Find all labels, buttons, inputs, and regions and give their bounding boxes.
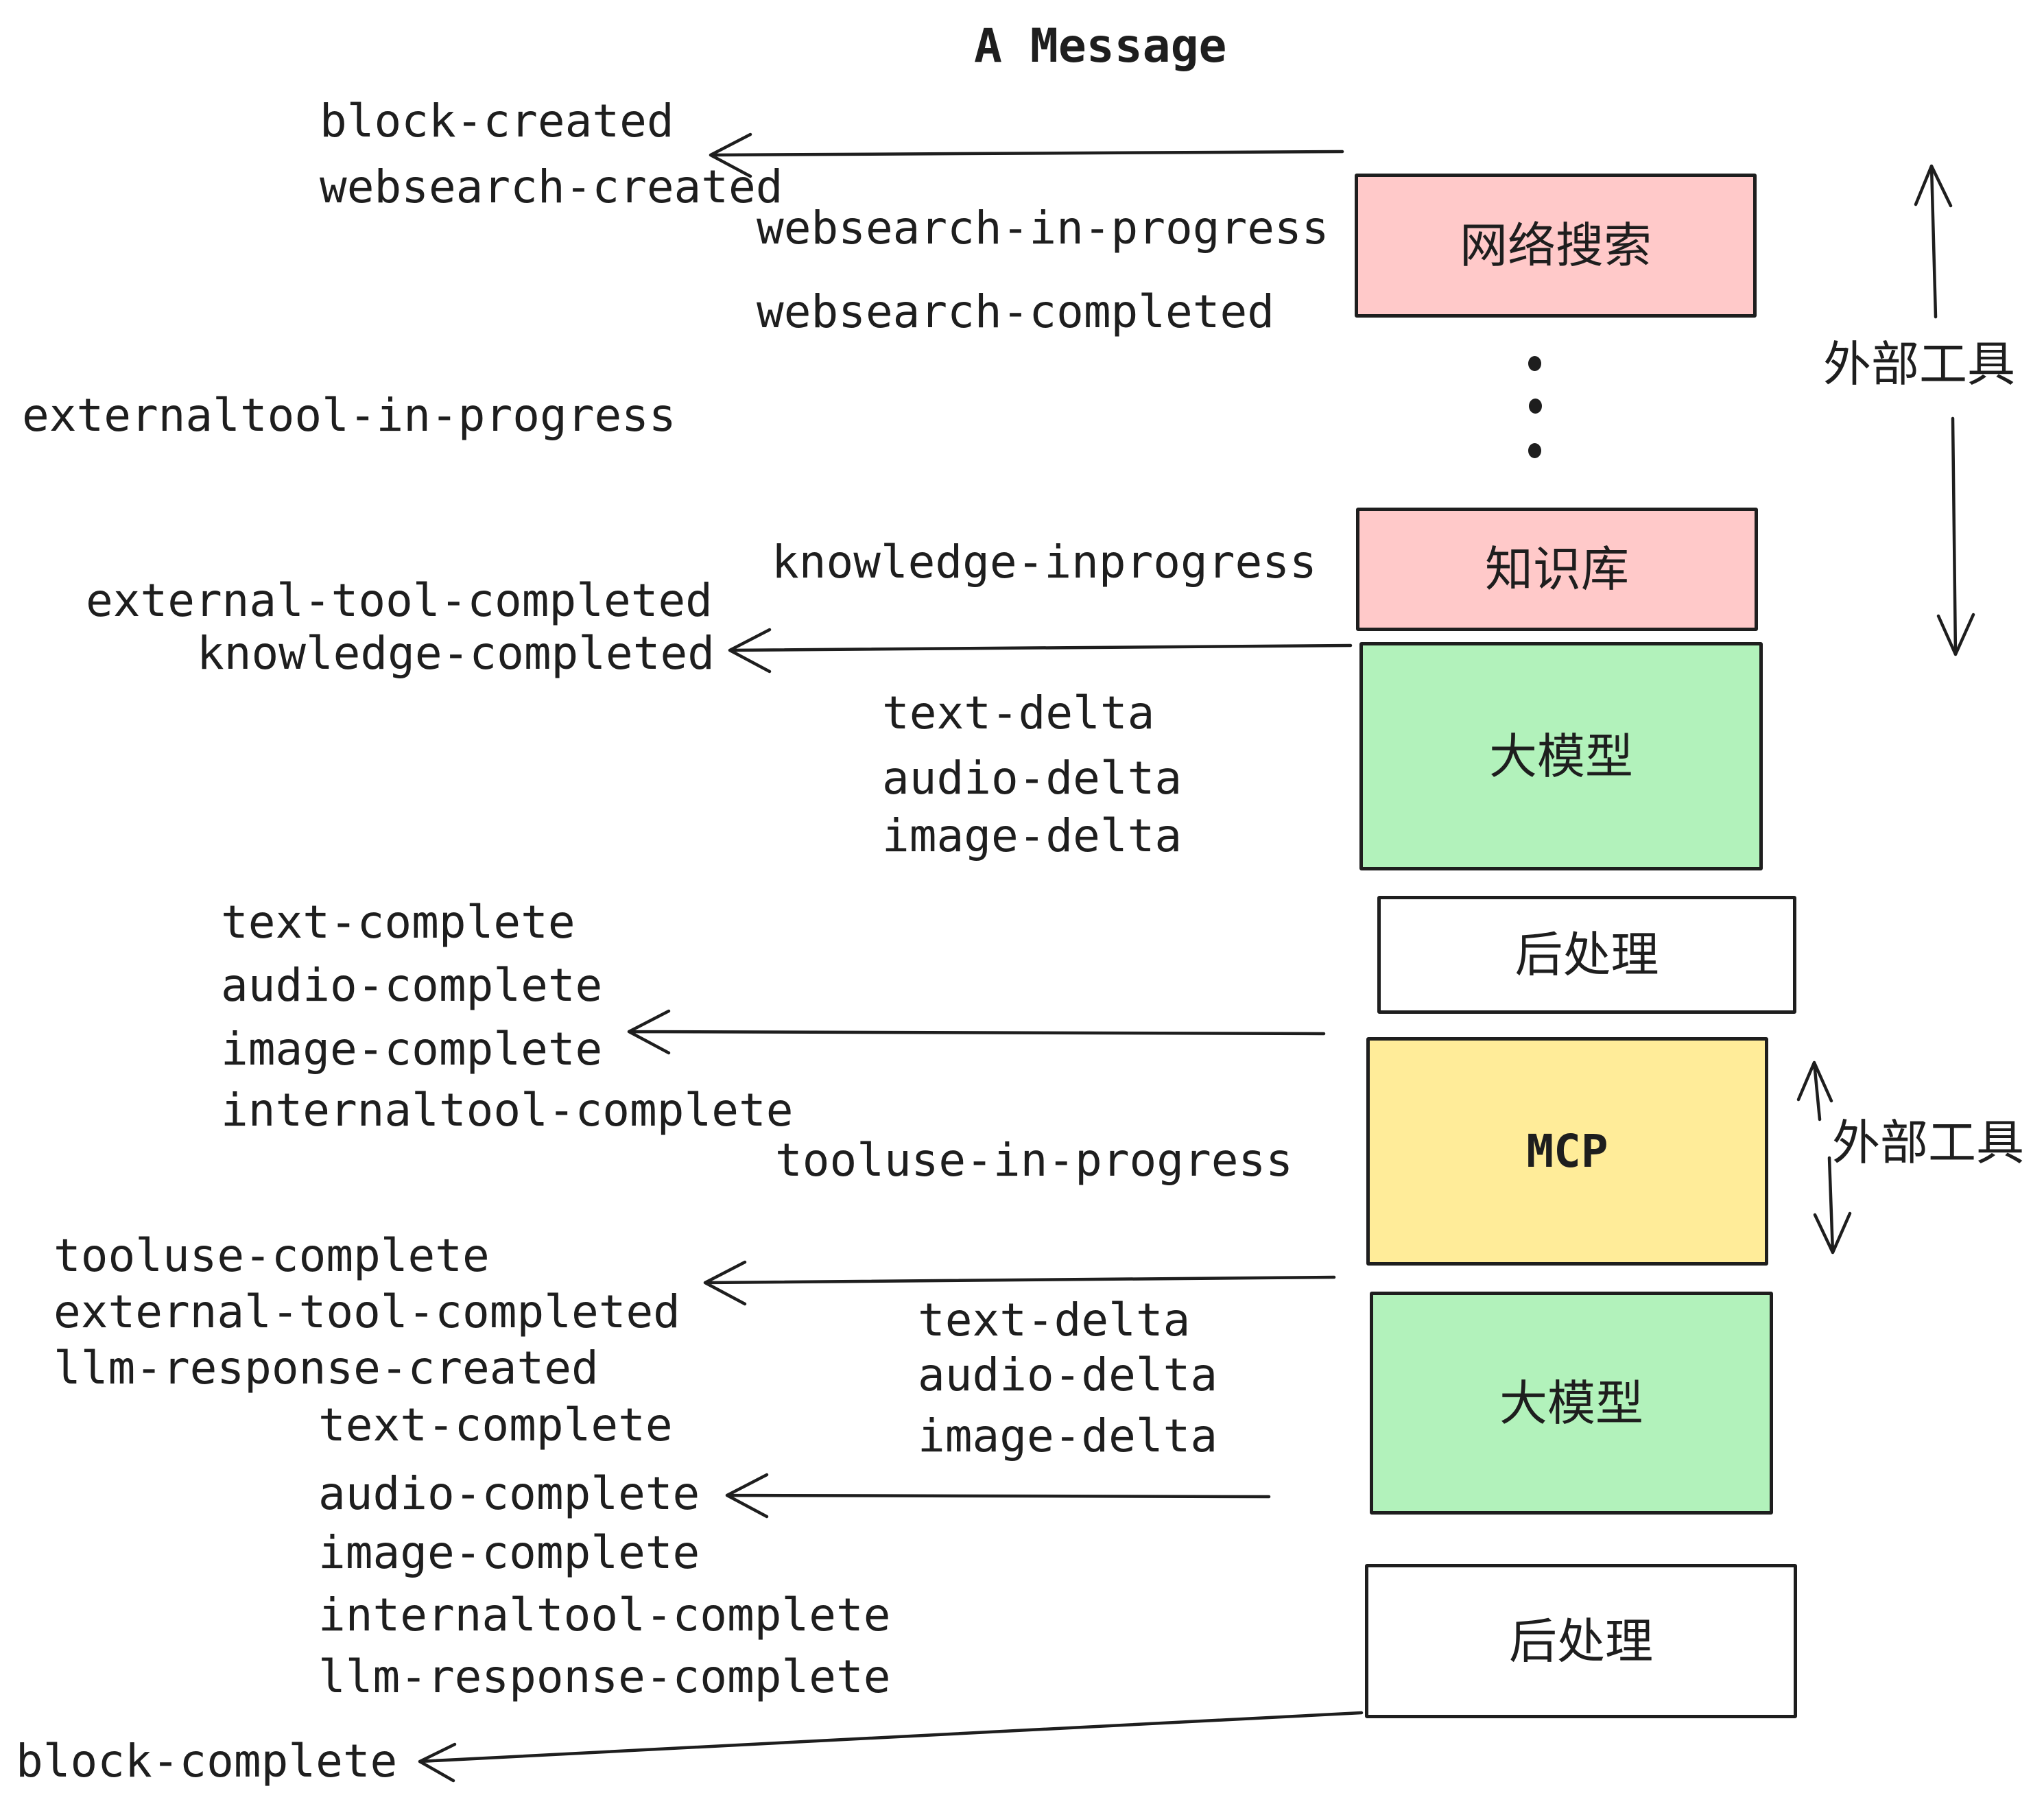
event-label-block-complete: block-complete bbox=[16, 1735, 398, 1788]
annotation-external-tools-2: 外部工具 bbox=[1832, 1115, 2024, 1171]
event-label-websearch-created: websearch-created bbox=[320, 161, 783, 213]
box-websearch: 网络搜索 bbox=[1355, 174, 1757, 318]
annotation-external-tools-1: 外部工具 bbox=[1823, 336, 2015, 392]
event-label-image-complete-2: image-complete bbox=[318, 1526, 700, 1579]
event-label-llm-response-created: llm-response-created bbox=[54, 1342, 599, 1394]
box-mcp-label: MCP bbox=[1526, 1125, 1608, 1178]
event-label-audio-delta: audio-delta bbox=[882, 752, 1183, 805]
event-label-image-complete: image-complete bbox=[221, 1023, 603, 1076]
event-label-knowledge-inprogress: knowledge-inprogress bbox=[772, 536, 1317, 589]
ellipsis-dot-3 bbox=[1528, 443, 1541, 458]
event-label-audio-delta-2: audio-delta bbox=[918, 1349, 1218, 1401]
ellipsis-dot-2 bbox=[1529, 399, 1542, 414]
event-label-text-delta: text-delta bbox=[882, 687, 1155, 739]
arrow-annotation2-down bbox=[1813, 1156, 1852, 1255]
arrow-block-created bbox=[709, 132, 1344, 178]
box-knowledge-base-label: 知识库 bbox=[1485, 541, 1629, 597]
box-postprocess-2-label: 后处理 bbox=[1509, 1613, 1653, 1670]
event-label-knowledge-completed: knowledge-completed bbox=[197, 627, 715, 680]
event-label-text-complete-2: text-complete bbox=[318, 1399, 673, 1451]
box-postprocess-2: 后处理 bbox=[1365, 1564, 1797, 1718]
arrow-knowledge-completed bbox=[728, 628, 1353, 674]
event-label-external-tool-completed-2: external-tool-completed bbox=[54, 1285, 680, 1338]
event-label-tooluse-complete: tooluse-complete bbox=[54, 1229, 490, 1282]
event-label-tooluse-in-progress: tooluse-in-progress bbox=[775, 1134, 1293, 1187]
box-llm-label: 大模型 bbox=[1489, 728, 1633, 785]
event-label-block-created: block-created bbox=[320, 95, 674, 147]
box-postprocess-label: 后处理 bbox=[1514, 927, 1659, 983]
diagram-title: A Message bbox=[974, 19, 1227, 73]
event-label-text-complete: text-complete bbox=[221, 896, 575, 949]
event-label-audio-complete: audio-complete bbox=[221, 959, 603, 1012]
box-postprocess: 后处理 bbox=[1377, 896, 1796, 1014]
box-llm: 大模型 bbox=[1359, 642, 1763, 870]
event-label-externaltool-in-progress: externaltool-in-progress bbox=[22, 389, 676, 442]
box-llm-2-label: 大模型 bbox=[1499, 1375, 1643, 1432]
arrow-annotation2-up bbox=[1796, 1060, 1833, 1121]
event-label-image-delta: image-delta bbox=[882, 809, 1183, 862]
ellipsis-dot-1 bbox=[1528, 356, 1541, 371]
box-websearch-label: 网络搜索 bbox=[1460, 217, 1652, 274]
event-label-text-delta-2: text-delta bbox=[918, 1294, 1191, 1346]
arrow-image-complete bbox=[627, 1009, 1326, 1055]
arrow-audio-complete bbox=[725, 1473, 1271, 1519]
arrow-annotation1-up bbox=[1914, 164, 1953, 319]
event-label-llm-response-complete: llm-response-complete bbox=[318, 1650, 891, 1703]
box-llm-2: 大模型 bbox=[1370, 1292, 1773, 1515]
arrow-block-complete bbox=[418, 1711, 1364, 1783]
box-knowledge-base: 知识库 bbox=[1356, 508, 1758, 631]
event-label-websearch-in-progress: websearch-in-progress bbox=[757, 202, 1329, 254]
event-label-internaltool-complete: internaltool-complete bbox=[221, 1084, 794, 1137]
box-mcp: MCP bbox=[1366, 1037, 1768, 1266]
event-label-internaltool-complete-2: internaltool-complete bbox=[318, 1589, 891, 1641]
event-label-image-delta-2: image-delta bbox=[918, 1410, 1218, 1462]
event-label-websearch-completed: websearch-completed bbox=[757, 285, 1274, 338]
event-label-external-tool-completed: external-tool-completed bbox=[86, 574, 713, 627]
event-label-audio-complete-2: audio-complete bbox=[318, 1467, 700, 1520]
arrow-annotation1-down bbox=[1936, 416, 1975, 656]
